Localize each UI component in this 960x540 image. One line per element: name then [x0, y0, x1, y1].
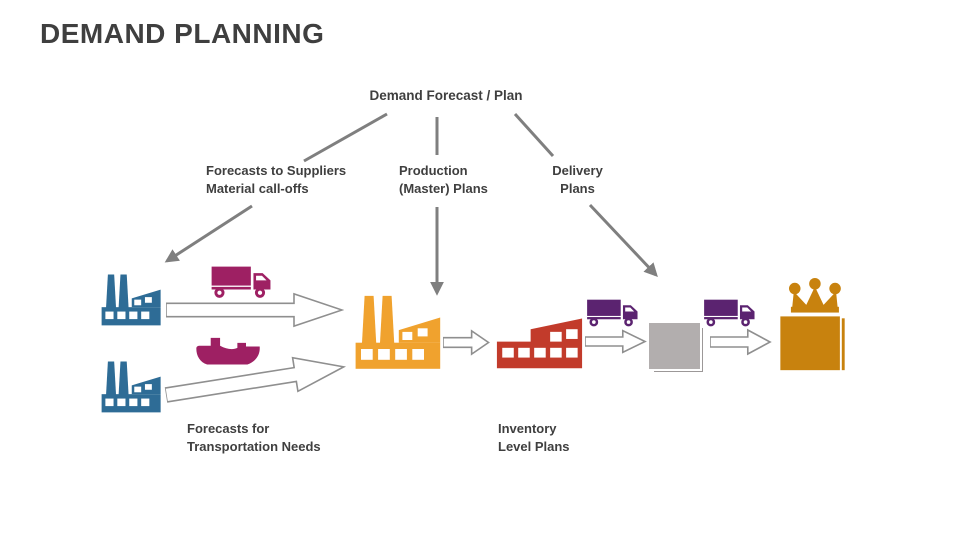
flow-arrow-distribution-to-warehouse — [585, 328, 647, 355]
customer-crown-box-icon — [780, 278, 845, 371]
label-line: Inventory — [498, 421, 557, 436]
branch-line-delivery — [513, 112, 555, 158]
production-factory-icon — [355, 295, 441, 369]
branch-line-suppliers — [303, 112, 388, 163]
label-line: Level Plans — [498, 439, 570, 454]
cargo-ship-icon — [196, 337, 260, 365]
production-plans-label: Production (Master) Plans — [399, 162, 488, 198]
transportation-forecasts-label: Forecasts for Transportation Needs — [187, 420, 321, 456]
distribution-factory-icon — [496, 318, 583, 369]
inventory-level-plans-label: Inventory Level Plans — [498, 420, 570, 456]
label-line: Forecasts for — [187, 421, 270, 436]
label-line: Plans — [560, 181, 595, 196]
flow-arrow-plant-to-distribution — [443, 328, 490, 357]
delivery-truck-icon — [587, 299, 638, 327]
flow-arrow-supplier1-to-plant — [166, 291, 344, 329]
suppliers-arrow — [164, 204, 253, 263]
demand-forecast-label: Demand Forecast / Plan — [369, 88, 523, 103]
delivery-arrow — [588, 203, 658, 278]
flow-arrow-supplier2-to-plant — [163, 347, 349, 415]
label-line: (Master) Plans — [399, 181, 488, 196]
label-line: Production — [399, 163, 468, 178]
flow-arrow-warehouse-to-customer — [710, 327, 772, 357]
label-line: Transportation Needs — [187, 439, 321, 454]
label-line: Material call-offs — [206, 181, 309, 196]
forecasts-to-suppliers-label: Forecasts to Suppliers Material call-off… — [206, 162, 346, 198]
label-line: Forecasts to Suppliers — [206, 163, 347, 178]
freight-truck-icon — [211, 266, 271, 298]
supplier-factory-icon — [101, 361, 161, 413]
label-line: Delivery — [552, 163, 603, 178]
delivery-plans-label: Delivery Plans — [530, 162, 625, 198]
delivery-truck-icon — [704, 299, 755, 327]
warehouse-box-icon — [649, 323, 700, 369]
supplier-factory-icon — [101, 274, 161, 326]
page-title: DEMAND PLANNING — [40, 18, 325, 49]
